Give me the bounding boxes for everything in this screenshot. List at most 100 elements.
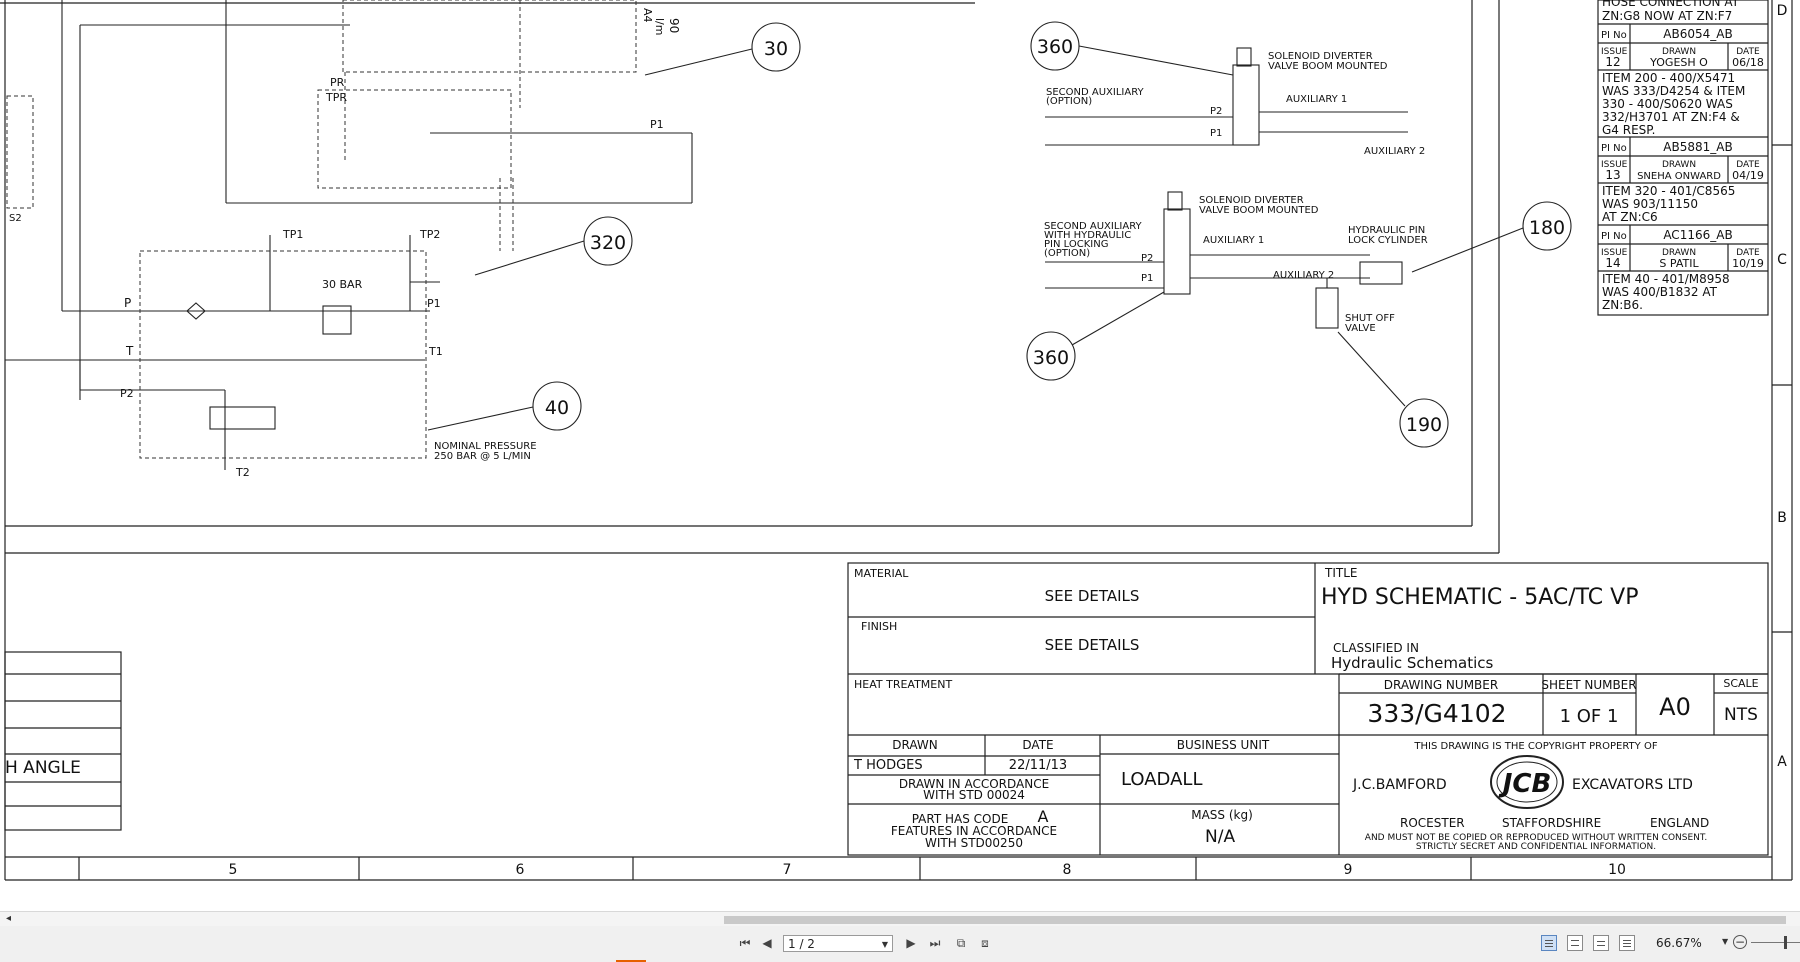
hyd-pin-1: HYDRAULIC PIN bbox=[1348, 225, 1425, 236]
callout-30: 30 bbox=[764, 38, 788, 60]
material-label: MATERIAL bbox=[854, 567, 909, 580]
sheet-number: 1 OF 1 bbox=[1560, 706, 1619, 727]
label-t1: T1 bbox=[428, 345, 443, 358]
second-aux-2: (OPTION) bbox=[1046, 96, 1092, 107]
rev-note-3-2: WAS 400/B1832 AT bbox=[1602, 285, 1718, 299]
rev-issue-1: 12 bbox=[1605, 55, 1620, 69]
zone-letter-a: A bbox=[1777, 754, 1787, 770]
rev-note-2-2: WAS 903/11150 bbox=[1602, 197, 1698, 211]
flow-label-unit: l/m bbox=[653, 18, 666, 35]
std-note-2: WITH STD 00024 bbox=[923, 788, 1025, 802]
page-layout-icon[interactable]: ⧈ bbox=[981, 936, 989, 950]
rev-pi-label-3: PI No bbox=[1601, 231, 1627, 242]
horizontal-scrollbar[interactable]: ◂ bbox=[0, 912, 1800, 926]
flow-label-90: 90 bbox=[667, 18, 681, 33]
business-unit-label: BUSINESS UNIT bbox=[1177, 738, 1270, 752]
aux1-top: AUXILIARY 1 bbox=[1286, 94, 1347, 105]
part-code-label: PART HAS CODE bbox=[912, 812, 1009, 826]
callout-180: 180 bbox=[1529, 217, 1565, 239]
paper-size: A0 bbox=[1659, 693, 1691, 721]
diverter-title-2a: SOLENOID DIVERTER bbox=[1199, 195, 1304, 206]
date-label: DATE bbox=[1022, 738, 1053, 752]
first-page-icon[interactable]: ⏮ bbox=[739, 936, 751, 950]
rev-date-label-2: DATE bbox=[1736, 160, 1760, 170]
company-right: EXCAVATORS LTD bbox=[1572, 777, 1693, 793]
mass-value: N/A bbox=[1205, 827, 1235, 847]
angle-label: H ANGLE bbox=[5, 758, 81, 778]
two-page-continuous-view-icon[interactable] bbox=[1619, 935, 1635, 951]
rev-drawn-label-3: DRAWN bbox=[1662, 248, 1696, 258]
zone-number-6: 6 bbox=[516, 862, 525, 878]
diverter-title-2b: VALVE BOOM MOUNTED bbox=[1199, 205, 1319, 216]
page-number-input[interactable]: 1 / 2 ▼ bbox=[783, 935, 893, 952]
document-viewport[interactable]: 30 320 40 360 180 190 360 90 l/m A4 TP1 … bbox=[0, 0, 1800, 911]
rev-note-2-1: ITEM 320 - 401/C8565 bbox=[1602, 184, 1735, 198]
drawing-sheet: 30 320 40 360 180 190 360 90 l/m A4 TP1 … bbox=[0, 0, 1793, 881]
legal-line-1: AND MUST NOT BE COPIED OR REPRODUCED WIT… bbox=[1365, 833, 1707, 843]
label-30-bar: 30 BAR bbox=[322, 278, 363, 291]
nominal-pressure-2: 250 BAR @ 5 L/MIN bbox=[434, 451, 531, 462]
zone-letter-d: D bbox=[1777, 3, 1788, 19]
finish-value: SEE DETAILS bbox=[1045, 636, 1140, 654]
zoom-out-icon[interactable]: − bbox=[1733, 935, 1747, 949]
previous-page-icon[interactable]: ◀ bbox=[762, 936, 772, 950]
second-aux-pin-3: PIN LOCKING bbox=[1044, 239, 1108, 250]
zone-number-7: 7 bbox=[783, 862, 792, 878]
rev-issue-label-2: ISSUE bbox=[1601, 160, 1628, 170]
zone-letter-c: C bbox=[1777, 252, 1787, 268]
page-copy-icon[interactable]: ⧉ bbox=[956, 936, 966, 950]
business-unit: LOADALL bbox=[1121, 769, 1202, 790]
classified-value: Hydraulic Schematics bbox=[1331, 654, 1493, 672]
zoom-slider-track[interactable] bbox=[1751, 942, 1800, 943]
rev-drawn-2: SNEHA ONWARD bbox=[1637, 171, 1721, 182]
single-page-view-icon[interactable] bbox=[1541, 935, 1557, 951]
zone-letter-b: B bbox=[1777, 510, 1787, 526]
hyd-pin-2: LOCK CYLINDER bbox=[1348, 235, 1428, 246]
next-page-icon[interactable]: ▶ bbox=[906, 936, 916, 950]
drawing-number: 333/G4102 bbox=[1367, 699, 1506, 728]
page-dropdown-icon[interactable]: ▼ bbox=[881, 940, 888, 949]
label-p2: P2 bbox=[120, 387, 134, 400]
aux2-top: AUXILIARY 2 bbox=[1364, 146, 1425, 157]
zone-number-9: 9 bbox=[1344, 862, 1353, 878]
rev-issue-2: 13 bbox=[1605, 168, 1620, 182]
finish-label: FINISH bbox=[861, 620, 897, 633]
rev-pi-1: AB6054_AB bbox=[1663, 27, 1732, 41]
scroll-left-icon[interactable]: ◂ bbox=[6, 913, 12, 924]
zoom-slider-thumb[interactable] bbox=[1784, 936, 1787, 949]
rev-drawn-label-1: DRAWN bbox=[1662, 47, 1696, 57]
rev-date-1: 06/18 bbox=[1732, 56, 1764, 69]
label-pr: PR bbox=[330, 76, 345, 89]
label-p1-right: P1 bbox=[1210, 128, 1222, 139]
rev-note-1-4: 332/H3701 AT ZN:F4 & bbox=[1602, 110, 1740, 124]
page-indicator: 1 / 2 bbox=[788, 937, 815, 951]
zoom-dropdown-icon[interactable]: ▼ bbox=[1722, 937, 1729, 946]
drawing-number-label: DRAWING NUMBER bbox=[1384, 678, 1498, 692]
scale-value: NTS bbox=[1724, 705, 1758, 725]
rev-pi-label-2: PI No bbox=[1601, 143, 1627, 154]
callout-40: 40 bbox=[545, 397, 569, 419]
zoom-level[interactable]: 66.67% bbox=[1656, 936, 1702, 950]
nominal-pressure-1: NOMINAL PRESSURE bbox=[434, 441, 537, 452]
shut-off-2: VALVE bbox=[1345, 323, 1376, 334]
title-label: TITLE bbox=[1324, 566, 1357, 580]
horizontal-scroll-thumb[interactable] bbox=[724, 916, 1786, 924]
rev-drawn-1: YOGESH O bbox=[1649, 56, 1708, 69]
label-t: T bbox=[125, 344, 134, 358]
rev-note-1-5: G4 RESP. bbox=[1602, 123, 1655, 137]
mass-label: MASS (kg) bbox=[1191, 808, 1253, 822]
classified-label: CLASSIFIED IN bbox=[1333, 641, 1419, 655]
std-note-1: DRAWN IN ACCORDANCE bbox=[899, 777, 1049, 791]
continuous-view-icon[interactable] bbox=[1567, 935, 1583, 951]
last-page-icon[interactable]: ⏭ bbox=[929, 936, 941, 950]
diverter-title-1b: VALVE BOOM MOUNTED bbox=[1268, 61, 1388, 72]
aux1-bottom: AUXILIARY 1 bbox=[1203, 235, 1264, 246]
rev-date-3: 10/19 bbox=[1732, 257, 1764, 270]
company-left: J.C.BAMFORD bbox=[1352, 777, 1447, 793]
label-tp1: TP1 bbox=[282, 228, 303, 241]
second-aux-1: SECOND AUXILIARY bbox=[1046, 87, 1145, 98]
label-p1-lower: P1 bbox=[1141, 273, 1153, 284]
rev-note-1-1: ITEM 200 - 400/X5471 bbox=[1602, 71, 1735, 85]
features-note-2: WITH STD00250 bbox=[925, 836, 1023, 850]
two-page-view-icon[interactable] bbox=[1593, 935, 1609, 951]
